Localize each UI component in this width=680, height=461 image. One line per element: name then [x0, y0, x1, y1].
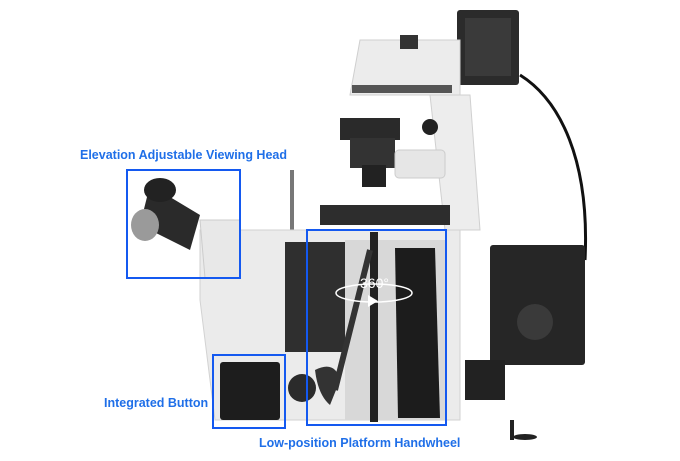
callout-viewing-head: Elevation Adjustable Viewing Head: [80, 148, 287, 162]
callout-platform-handwheel: Low-position Platform Handwheel: [259, 436, 461, 450]
integrated-button-highlight-box: [212, 354, 286, 429]
callout-integrated-button: Integrated Button: [104, 396, 209, 410]
rotation-label: 360°: [360, 275, 389, 291]
handwheel-highlight-box: [306, 229, 447, 426]
viewing-head-highlight-box: [126, 169, 241, 279]
